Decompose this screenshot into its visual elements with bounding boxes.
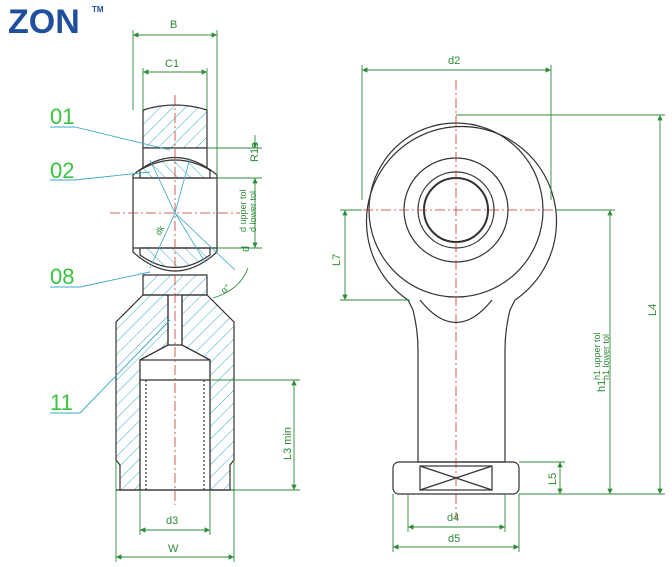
logo-trademark: TM xyxy=(92,5,104,14)
dim-B: B xyxy=(170,19,177,31)
section-centerlines xyxy=(110,95,240,505)
dim-angle: α° xyxy=(219,282,232,296)
dim-d-lower: d lower tol xyxy=(248,191,258,232)
dim-L7: L7 xyxy=(331,254,343,266)
dim-d: d xyxy=(240,246,252,252)
dim-d-upper: d upper tol xyxy=(238,189,248,232)
dim-d5: d5 xyxy=(448,533,460,545)
callout-02: 02 xyxy=(50,158,74,183)
front-view xyxy=(365,122,558,495)
logo: ZON TM xyxy=(8,3,104,41)
dim-d4: d4 xyxy=(447,512,459,524)
front-dimensions xyxy=(340,65,665,552)
dim-d3: d3 xyxy=(166,515,178,527)
dim-h1-upper: h1 upper tol xyxy=(592,332,602,380)
callout-leaders xyxy=(50,126,171,414)
ball-outline xyxy=(132,157,218,272)
dim-C1: C1 xyxy=(165,58,179,70)
dim-h1-lower: h1 lower tol xyxy=(601,334,611,380)
front-centerlines xyxy=(345,80,570,520)
dim-h1: h1 xyxy=(596,380,608,392)
logo-text: ZON xyxy=(8,3,80,41)
dim-W: W xyxy=(168,543,179,555)
dim-L3: L3 min xyxy=(282,427,294,460)
dim-L5: L5 xyxy=(547,473,559,485)
dim-R1s: R1s xyxy=(249,142,261,162)
dim-d2: d2 xyxy=(448,55,460,67)
callout-08: 08 xyxy=(50,264,74,289)
dim-L4: L4 xyxy=(647,304,659,316)
section-dimensions xyxy=(115,30,300,562)
head-outline xyxy=(365,125,558,463)
callout-11: 11 xyxy=(50,390,73,415)
callout-01: 01 xyxy=(50,104,74,129)
ball-construction xyxy=(149,157,236,271)
